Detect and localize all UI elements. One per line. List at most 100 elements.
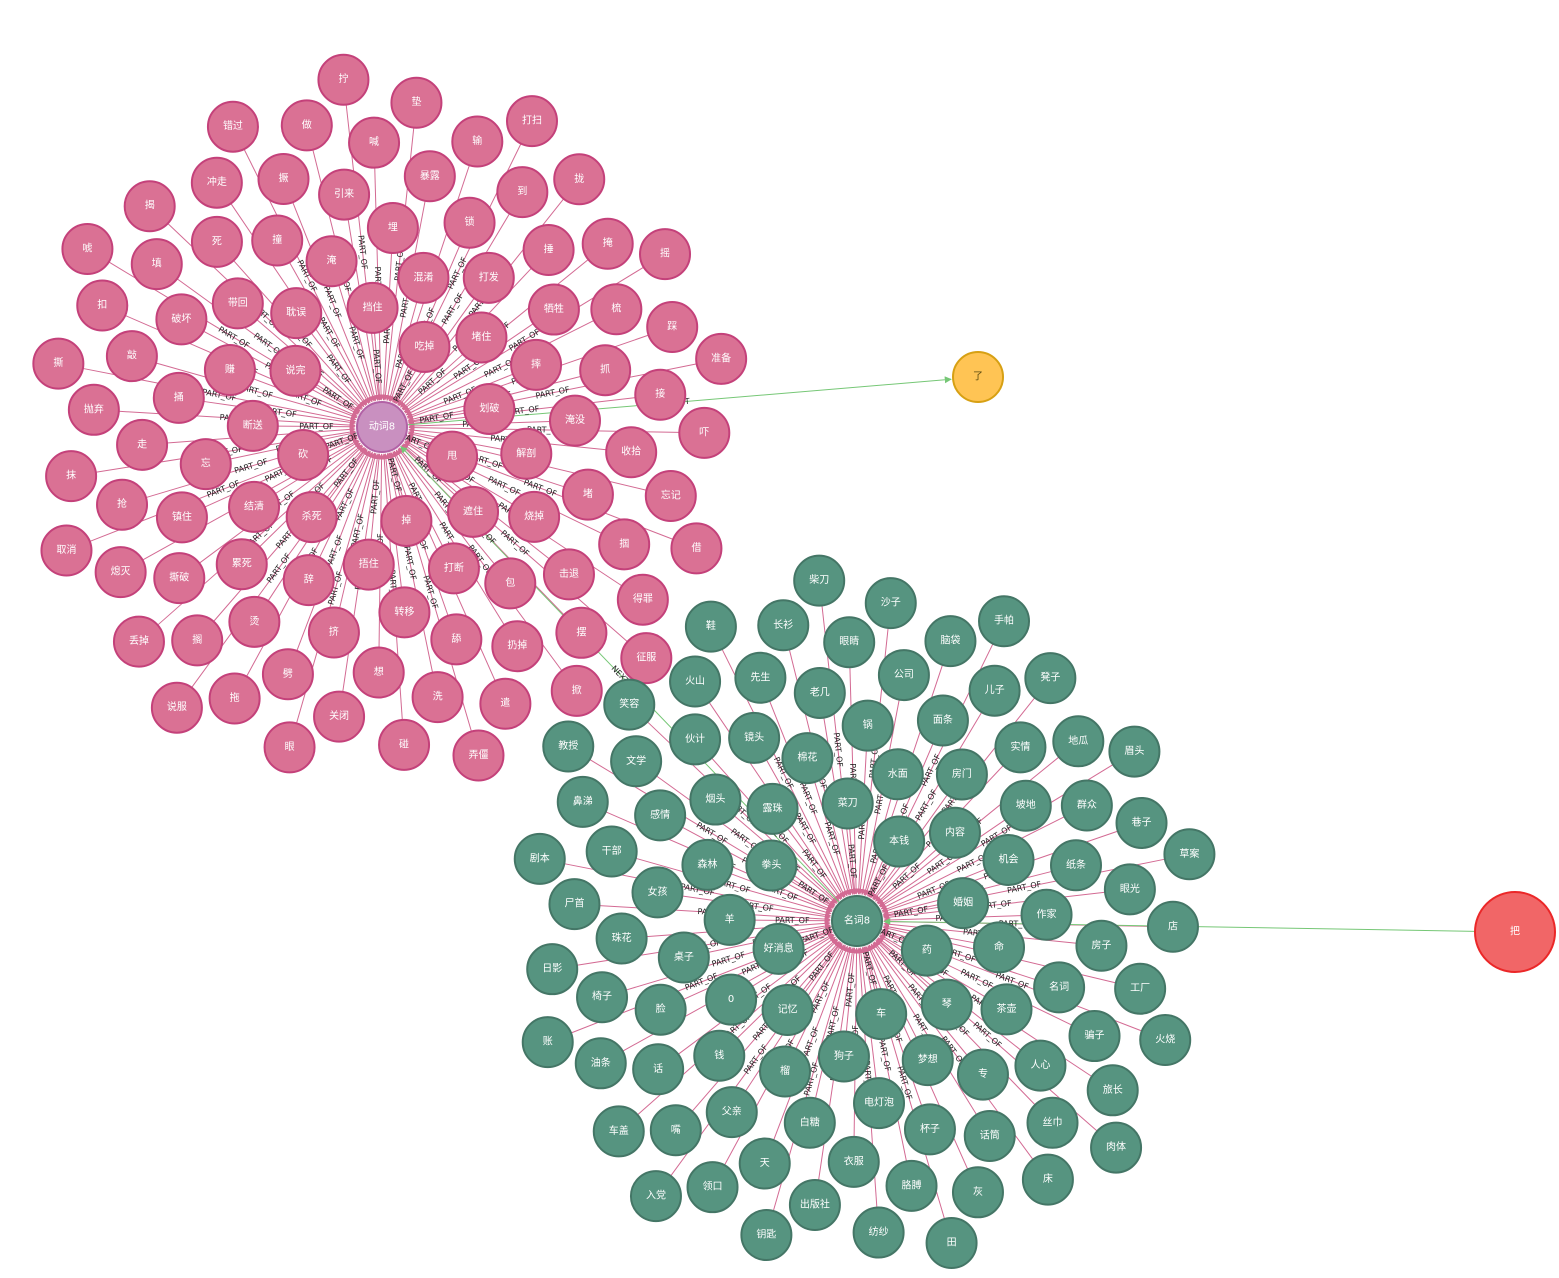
noun-node[interactable]: 纺纱	[852, 1206, 905, 1259]
verb-node[interactable]: 掉	[380, 494, 433, 547]
verb-node-circle[interactable]	[228, 480, 281, 533]
verb-node-circle[interactable]	[269, 344, 322, 397]
verb-node-circle[interactable]	[491, 620, 544, 673]
verb-node[interactable]: 划破	[463, 382, 516, 435]
verb-node[interactable]: 错过	[206, 100, 259, 153]
verb-node-circle[interactable]	[305, 235, 358, 288]
verb-node-circle[interactable]	[32, 337, 85, 390]
verb-node[interactable]: 撕破	[153, 552, 206, 605]
verb-node[interactable]: 接	[634, 368, 687, 421]
noun-node-circle[interactable]	[928, 806, 981, 859]
noun-node-circle[interactable]	[980, 983, 1033, 1036]
verb-node[interactable]: 混淆	[397, 251, 450, 304]
verb-node-circle[interactable]	[263, 721, 316, 774]
noun-node[interactable]: 拳头	[745, 839, 798, 892]
verb-node-circle[interactable]	[590, 283, 643, 336]
noun-node-circle[interactable]	[761, 983, 814, 1036]
verb-node[interactable]: 弄僵	[452, 729, 505, 782]
noun-node[interactable]: 鞋	[684, 600, 737, 653]
edge-part-of-noun[interactable]	[765, 759, 845, 898]
noun-node-circle[interactable]	[595, 912, 648, 965]
verb-node-circle[interactable]	[171, 614, 224, 667]
verb-node-circle[interactable]	[203, 343, 256, 396]
noun-node-circle[interactable]	[728, 711, 781, 764]
noun-node-circle[interactable]	[1108, 725, 1161, 778]
verb-node[interactable]: 挤	[307, 606, 360, 659]
noun-node[interactable]: 凳子	[1024, 652, 1077, 705]
verb-node-circle[interactable]	[206, 100, 259, 153]
verb-node[interactable]: 唬	[61, 223, 114, 276]
verb-node[interactable]: 冲走	[190, 156, 243, 209]
verb-hub-node-circle[interactable]	[356, 401, 408, 453]
edge-part-of-verb[interactable]	[398, 447, 495, 565]
verb-node[interactable]: 镇住	[155, 491, 208, 544]
noun-node-circle[interactable]	[968, 664, 1021, 717]
verb-node-circle[interactable]	[555, 606, 608, 659]
noun-node[interactable]: 白糖	[783, 1096, 836, 1149]
verb-node[interactable]: 说完	[269, 344, 322, 397]
noun-node-circle[interactable]	[1026, 1096, 1079, 1149]
verb-node[interactable]: 掩	[581, 217, 634, 270]
noun-node[interactable]: 菜刀	[821, 777, 874, 830]
noun-node-circle[interactable]	[669, 713, 722, 766]
noun-node-circle[interactable]	[556, 775, 609, 828]
verb-node[interactable]: 赚	[203, 343, 256, 396]
verb-node-circle[interactable]	[366, 202, 419, 255]
noun-node[interactable]: 父亲	[705, 1086, 758, 1139]
verb-node[interactable]: 锁	[443, 196, 496, 249]
noun-node-circle[interactable]	[705, 973, 758, 1026]
verb-node[interactable]: 抹	[45, 450, 98, 503]
verb-node[interactable]: 想	[352, 646, 405, 699]
verb-node-circle[interactable]	[313, 690, 366, 743]
verb-node[interactable]: 抢	[96, 478, 149, 531]
verb-node-circle[interactable]	[105, 330, 158, 383]
edge-part-of-verb[interactable]	[292, 202, 373, 403]
verb-node[interactable]: 拖	[208, 672, 261, 725]
noun-node[interactable]: 车盖	[592, 1105, 645, 1158]
noun-node[interactable]: 坡地	[999, 779, 1052, 832]
noun-node[interactable]: 笑容	[603, 678, 656, 731]
edge-part-of-verb[interactable]	[370, 453, 382, 540]
noun-node-circle[interactable]	[855, 988, 908, 1041]
verb-node-circle[interactable]	[678, 406, 731, 459]
verb-node-circle[interactable]	[550, 664, 603, 717]
noun-node-circle[interactable]	[1075, 919, 1128, 972]
noun-node[interactable]: 地瓜	[1052, 715, 1105, 768]
verb-node[interactable]: 掀	[550, 664, 603, 717]
verb-node-circle[interactable]	[251, 214, 304, 267]
noun-node-circle[interactable]	[885, 1159, 938, 1212]
edge-part-of-verb[interactable]	[401, 353, 464, 410]
le-node-circle[interactable]	[952, 351, 1004, 403]
verb-node[interactable]: 捅	[152, 371, 205, 424]
noun-node-circle[interactable]	[853, 1077, 906, 1130]
noun-node[interactable]: 长衫	[757, 599, 810, 652]
verb-node[interactable]: 丢掉	[112, 615, 165, 668]
noun-node-circle[interactable]	[852, 1206, 905, 1259]
verb-node[interactable]: 借	[670, 522, 723, 575]
noun-node-circle[interactable]	[657, 931, 710, 984]
verb-node[interactable]: 击退	[542, 548, 595, 601]
verb-node-circle[interactable]	[443, 196, 496, 249]
verb-node-circle[interactable]	[346, 281, 399, 334]
noun-node-circle[interactable]	[576, 971, 629, 1024]
verb-node[interactable]: 烫	[228, 595, 281, 648]
verb-node[interactable]: 杀死	[285, 491, 338, 544]
noun-node[interactable]: 话筒	[963, 1109, 1016, 1162]
verb-node[interactable]: 做	[280, 99, 333, 152]
noun-node[interactable]: 药	[900, 924, 953, 977]
verb-node-circle[interactable]	[378, 718, 431, 771]
noun-node[interactable]: 草案	[1163, 828, 1216, 881]
noun-node[interactable]: 眼睛	[823, 616, 876, 669]
verb-node[interactable]: 碰	[378, 718, 431, 771]
noun-node-circle[interactable]	[705, 1086, 758, 1139]
noun-node[interactable]: 命	[973, 921, 1026, 974]
verb-node-circle[interactable]	[152, 371, 205, 424]
verb-node[interactable]: 撞	[251, 214, 304, 267]
edge-part-of-verb[interactable]	[405, 320, 595, 416]
noun-node[interactable]: 作家	[1020, 888, 1073, 941]
noun-node[interactable]: 巷子	[1115, 796, 1168, 849]
verb-node-circle[interactable]	[644, 470, 697, 523]
noun-node-circle[interactable]	[937, 877, 990, 930]
verb-node[interactable]: 摔	[510, 338, 563, 391]
noun-node-circle[interactable]	[1139, 1013, 1192, 1066]
